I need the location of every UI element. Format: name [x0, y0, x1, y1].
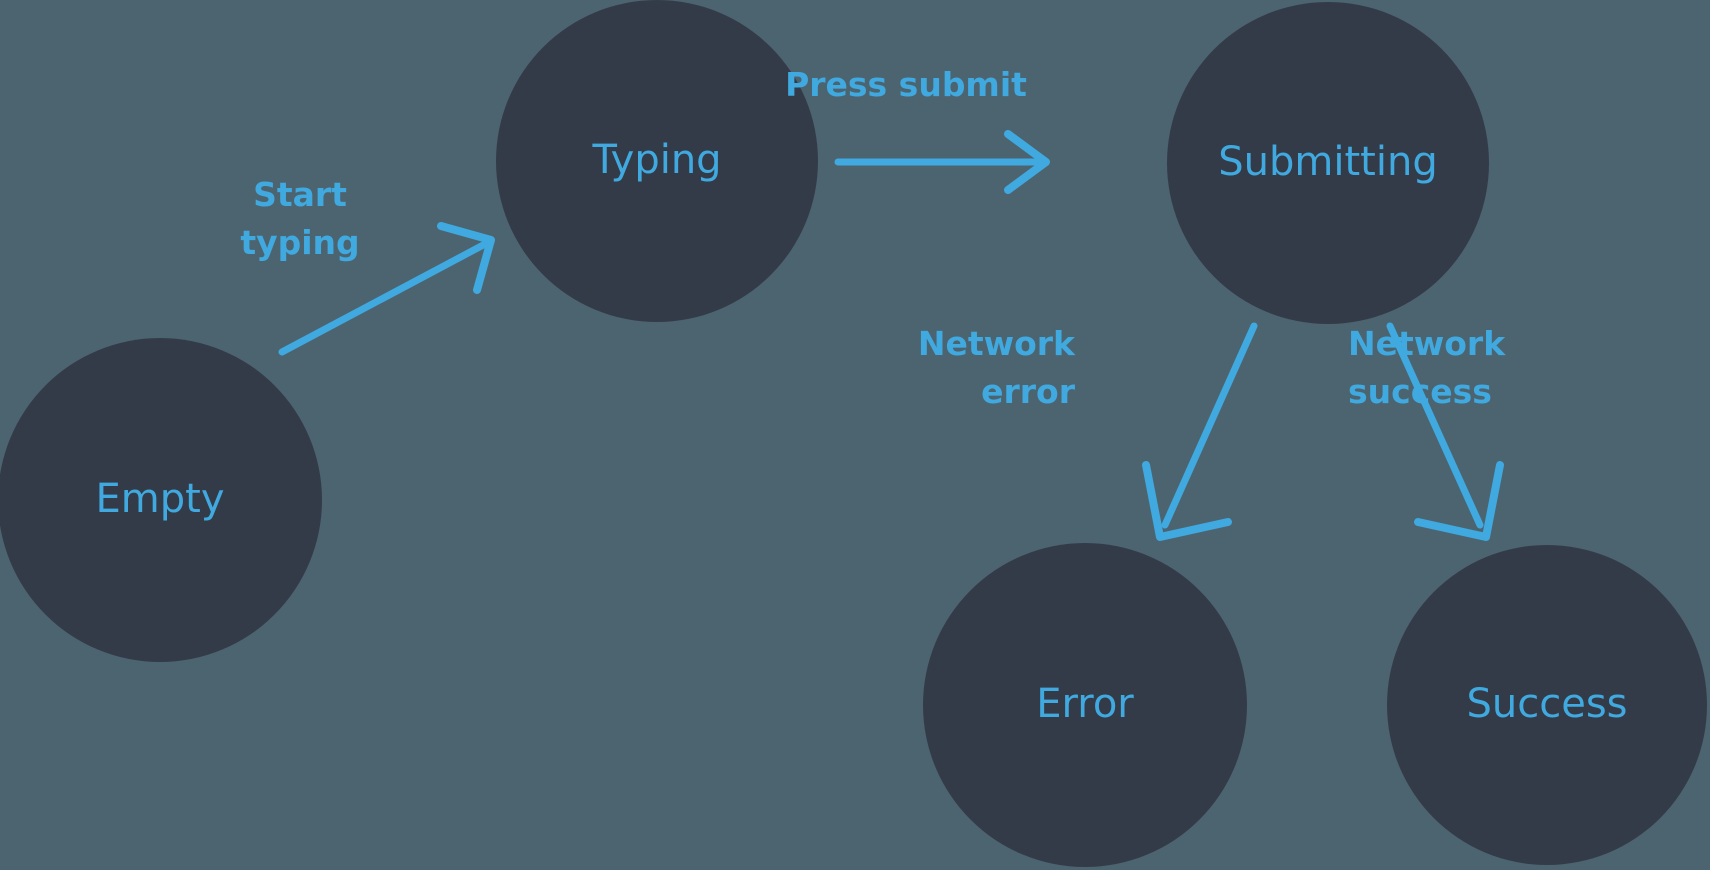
edge-label-line: Start	[253, 175, 347, 214]
state-node-empty[interactable]: Empty	[0, 338, 322, 662]
state-circle-error[interactable]	[923, 543, 1247, 867]
state-node-submitting[interactable]: Submitting	[1167, 2, 1489, 324]
state-label-error: Error	[1036, 681, 1134, 727]
state-label-submitting: Submitting	[1218, 139, 1437, 185]
edge-label-line: Press submit	[785, 65, 1027, 104]
edge-line-submitting-to-error	[1161, 322, 1258, 529]
edge-typing-to-submitting	[834, 130, 1050, 194]
state-label-success: Success	[1466, 681, 1627, 727]
edge-label-submitting-to-success: Network success	[1348, 324, 1506, 411]
edge-empty-to-typing	[278, 222, 495, 356]
state-circle-empty[interactable]	[0, 338, 322, 662]
edge-line-submitting-to-success	[1386, 322, 1484, 529]
edge-label-empty-to-typing: Start typing	[240, 175, 359, 262]
edge-line-empty-to-typing	[278, 239, 491, 356]
state-label-typing: Typing	[591, 137, 721, 183]
state-circle-success[interactable]	[1387, 545, 1707, 865]
arrowhead-icon-typing-to-submitting	[1004, 130, 1050, 194]
edge-label-line: Network	[918, 324, 1076, 363]
state-circle-submitting[interactable]	[1167, 2, 1489, 324]
edge-label-typing-to-submitting: Press submit	[785, 65, 1027, 104]
edge-label-line: Network	[1348, 324, 1506, 363]
arrowhead-icon-submitting-to-success	[1414, 461, 1504, 541]
state-node-success[interactable]: Success	[1387, 545, 1707, 865]
edge-submitting-to-success	[1386, 322, 1504, 541]
arrowhead-icon-submitting-to-error	[1142, 461, 1232, 541]
edge-label-line: typing	[240, 223, 359, 262]
edge-label-line: success	[1348, 372, 1492, 411]
state-node-error[interactable]: Error	[923, 543, 1247, 867]
edge-label-line: error	[981, 372, 1076, 411]
edge-submitting-to-error	[1142, 322, 1258, 541]
state-label-empty: Empty	[96, 476, 225, 522]
edges-layer	[278, 130, 1504, 541]
edge-label-submitting-to-error: Network error	[918, 324, 1076, 411]
state-circle-typing[interactable]	[496, 0, 818, 322]
arrowhead-icon-empty-to-typing	[437, 222, 495, 294]
state-node-typing[interactable]: Typing	[496, 0, 818, 322]
